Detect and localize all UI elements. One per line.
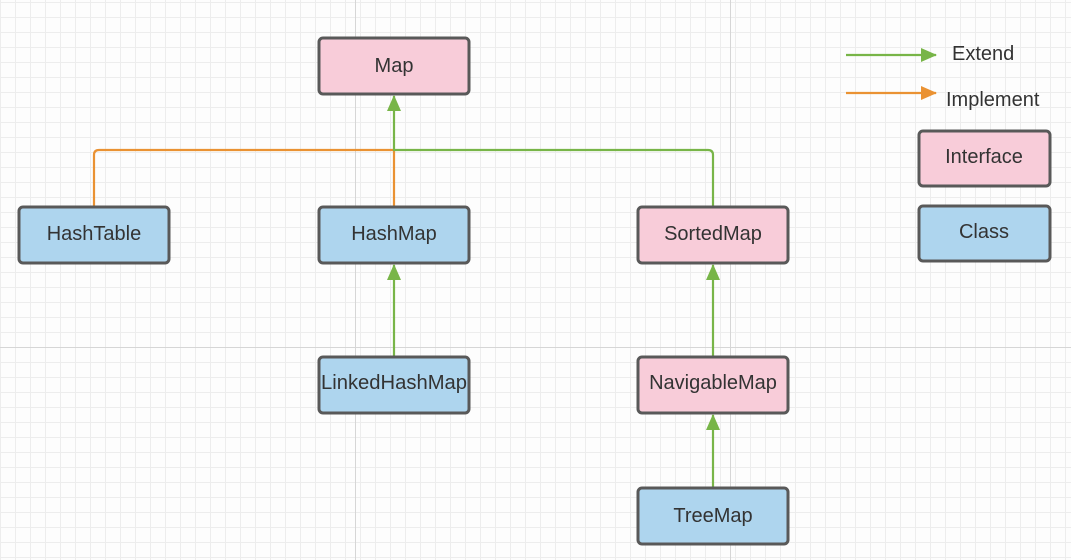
- node-label: SortedMap: [664, 223, 762, 245]
- node-hashmap: HashMap: [317, 205, 471, 265]
- connectors: [92, 95, 720, 487]
- legend-interface-label: Interface: [945, 146, 1023, 168]
- node-label: NavigableMap: [649, 372, 777, 394]
- node-linkedhashmap: LinkedHashMap: [317, 355, 471, 415]
- node-treemap: TreeMap: [636, 486, 790, 546]
- node-map: Map: [317, 36, 471, 96]
- node-navigablemap: NavigableMap: [636, 355, 790, 415]
- legend-extend-label: Extend: [952, 43, 1014, 65]
- node-sortedmap: SortedMap: [636, 205, 790, 265]
- edge-sortedmap-extends-map: [387, 95, 715, 206]
- node-label: TreeMap: [673, 505, 752, 527]
- legend-class-swatch: Class: [917, 204, 1052, 263]
- legend-class-label: Class: [959, 221, 1009, 243]
- legend-interface-swatch: Interface: [917, 129, 1052, 188]
- legend-implement-label: Implement: [946, 89, 1040, 111]
- node-label: HashTable: [47, 223, 142, 245]
- node-label: Map: [375, 55, 414, 77]
- edge-hashtable-implements-map: [92, 148, 394, 206]
- node-hashtable: HashTable: [17, 205, 171, 265]
- node-label: LinkedHashMap: [321, 372, 467, 394]
- legend: Extend Implement Interface Class: [846, 43, 1052, 263]
- node-label: HashMap: [351, 223, 437, 245]
